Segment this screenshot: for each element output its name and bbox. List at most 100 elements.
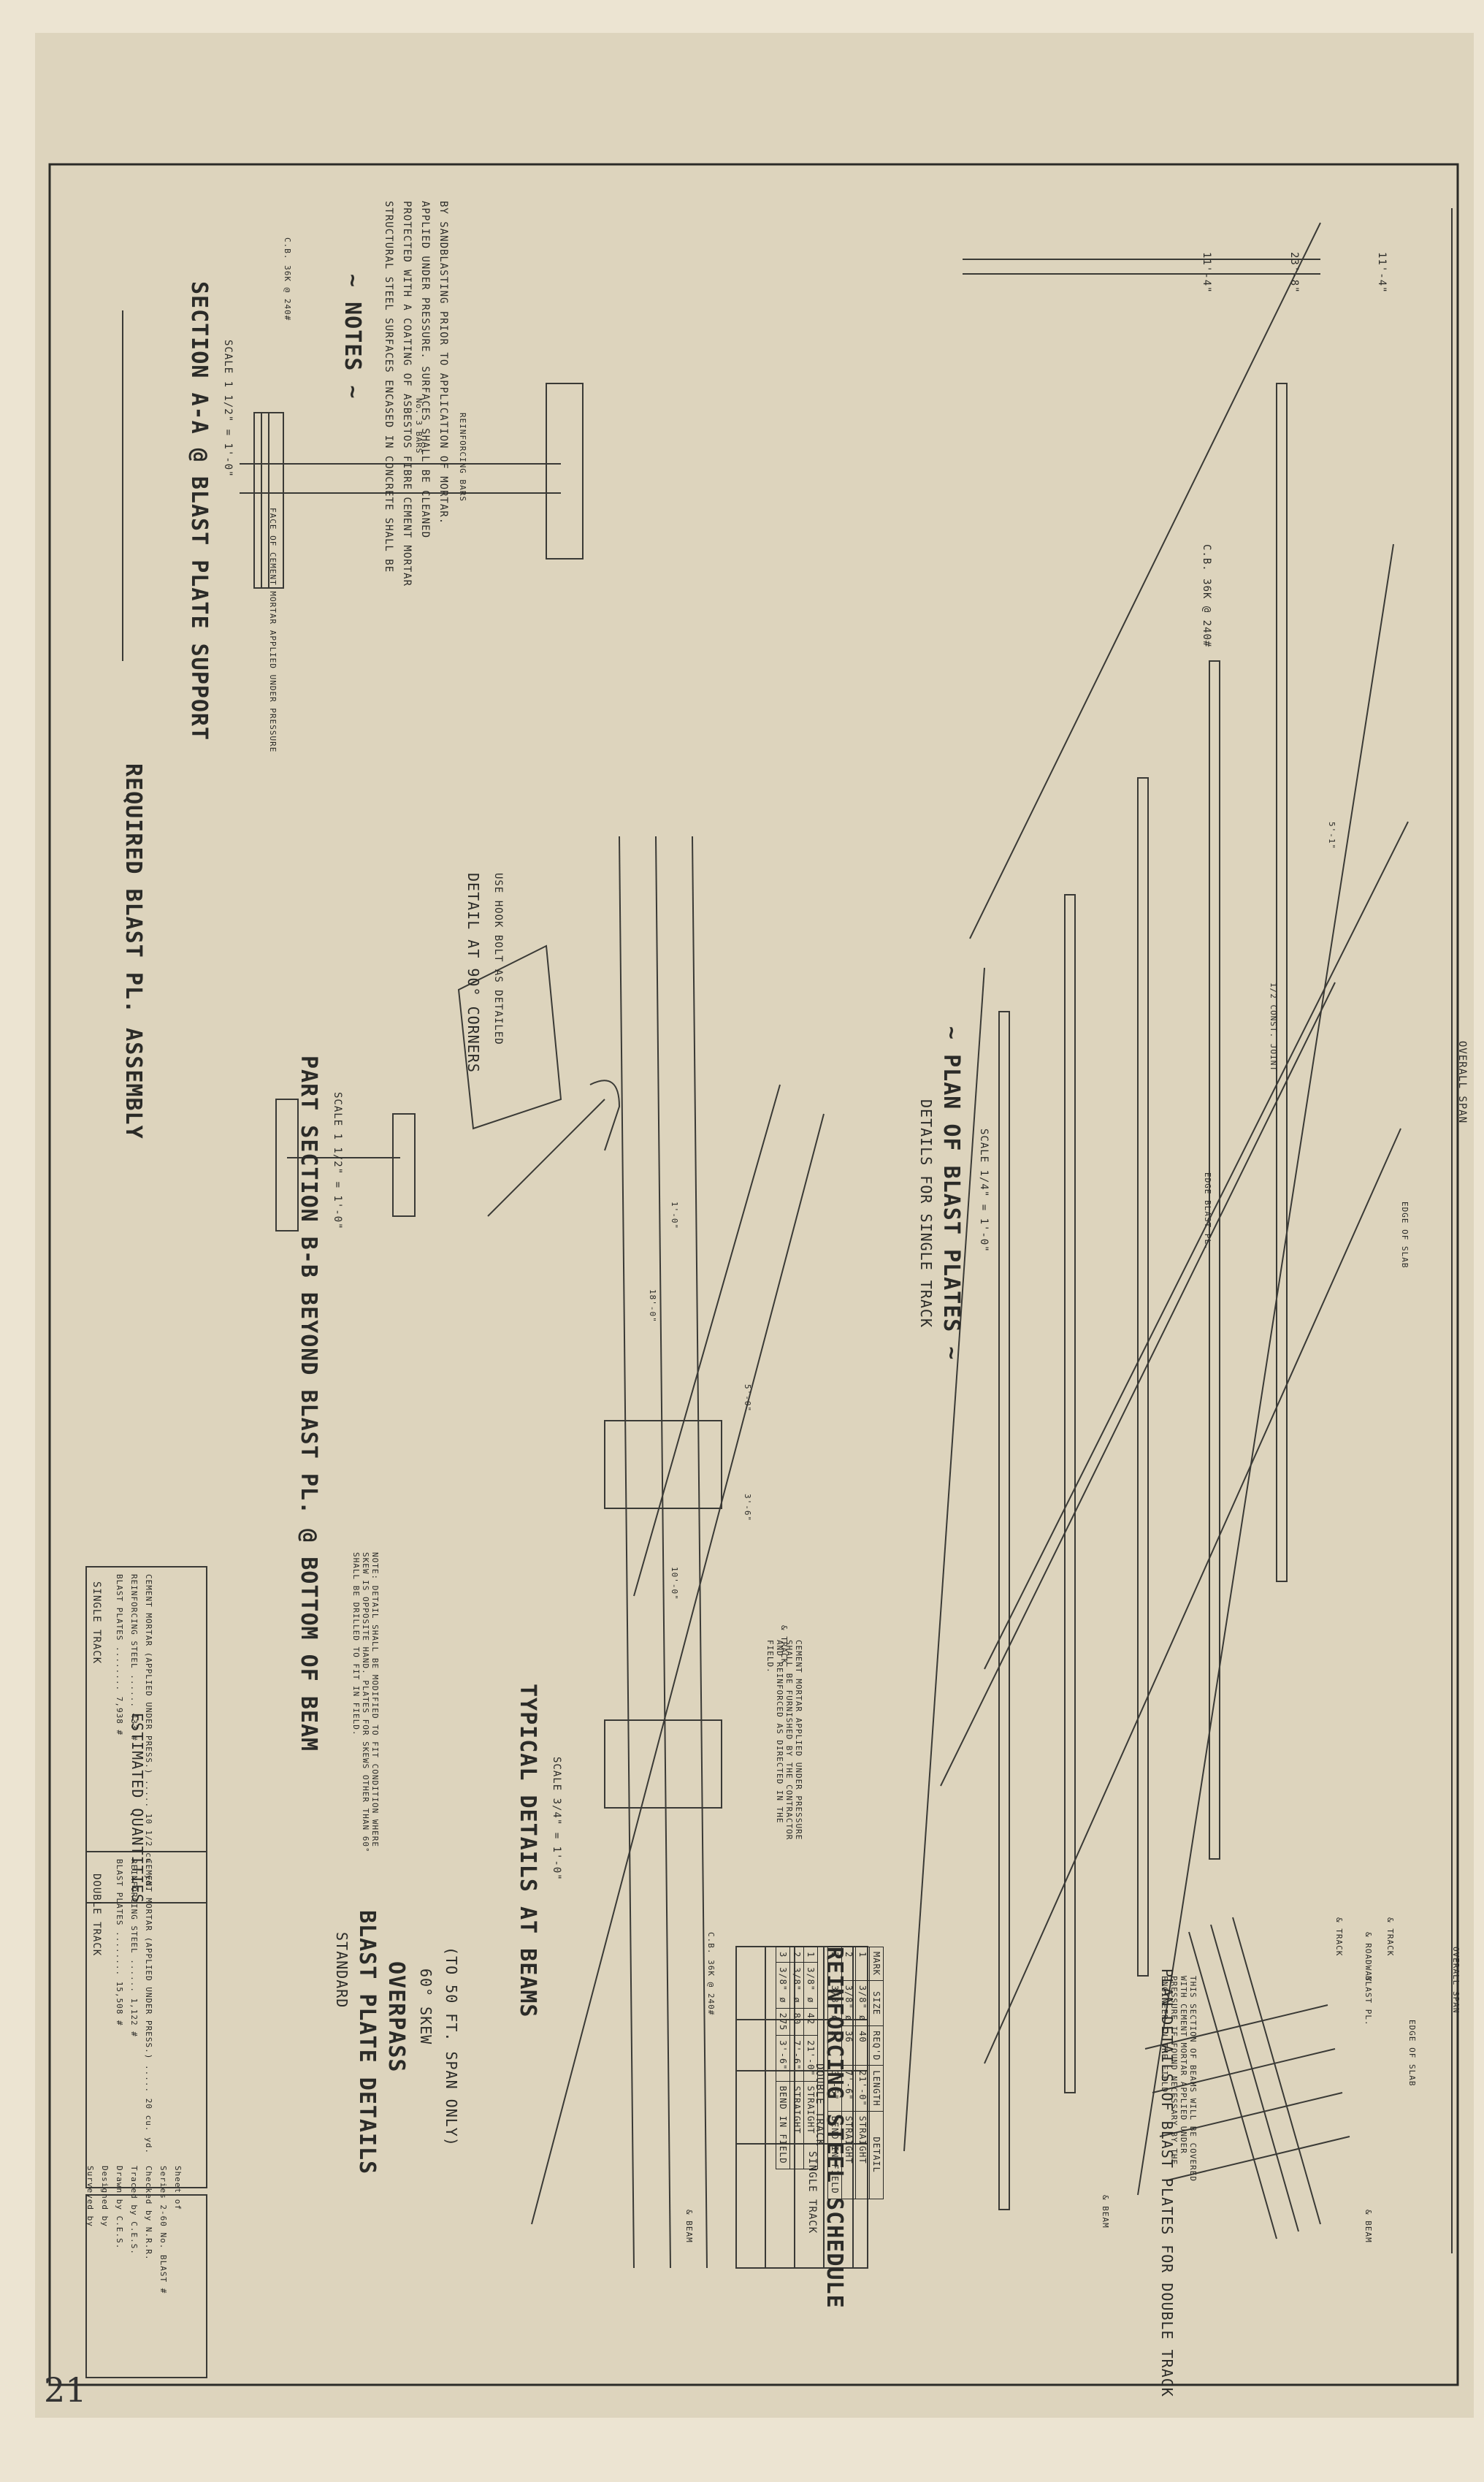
section-bb-scale: SCALE 1 1/2" = 1'-0" [332, 1092, 343, 1230]
plan-beam-label: & BEAM [1101, 2195, 1110, 2229]
notes-heading: ~ NOTES ~ [340, 274, 365, 400]
cell: 3 [827, 1947, 842, 1981]
drawing-border [48, 163, 1459, 2386]
beam-3 [1137, 777, 1149, 1977]
cell: 2 [841, 1947, 856, 1981]
sched-h-reqd: REQ'D [869, 2025, 884, 2066]
typical-dim-5: 5'-0" [743, 1384, 752, 1413]
sig-5: Checked by N.R.R. [144, 2166, 153, 2261]
cell: STRAIGHT [789, 2081, 804, 2169]
plan-joint-2 [940, 982, 1336, 1787]
typical-scale: SCALE 3/4" = 1'-0" [551, 1757, 562, 1881]
sig-7: Sheet of [173, 2166, 183, 2210]
plan-dim-overall: 23'-8" [1288, 252, 1300, 294]
typical-skew-1 [531, 1113, 825, 2225]
drawing-sheet: ~ NOTES ~ STRUCTURAL STEEL SURFACES ENCA… [35, 33, 1474, 2418]
cell: 3/8" ø [789, 1962, 804, 2009]
qty-double-1: BLAST PLATES ........ 15,508 # [115, 1859, 124, 2026]
drawing-lines [48, 163, 1459, 2386]
section-aa-cb: C.B. 36K @ 240# [283, 237, 292, 321]
tb-line1: BLAST PLATE DETAILS [354, 1910, 380, 2175]
schedule-double-table: 1 3/8" ø 42 21'-0" STRAIGHT 2 3/8" ø 80 … [776, 1947, 818, 2169]
typical-beam-c [692, 836, 708, 2269]
table-row: 2 3/8" ø 36 7'-6" STRAIGHT [841, 1947, 856, 2199]
section-aa-flange-bot [546, 383, 584, 560]
cell: STRAIGHT [855, 2111, 870, 2199]
plan-dim-left: 11'-4" [1201, 252, 1212, 294]
plan-cb-label: C.B. 36K @ 240# [1201, 544, 1212, 648]
typical-clip-2 [604, 1719, 722, 1809]
sched-h-mark: MARK [869, 1947, 884, 1981]
notes-line-1: STRUCTURAL STEEL SURFACES ENCASED IN CON… [383, 201, 394, 573]
plan-dim-5: 5'-1" [1327, 822, 1336, 850]
plan-dim-right: 11'-4" [1376, 252, 1388, 294]
qty-single-1: BLAST PLATES ........ 7,938 # [115, 1574, 124, 1736]
tb-line3: 60° SKEW [417, 1969, 435, 2045]
section-aa-bars: No. 3 BARS [414, 398, 424, 454]
plan-joint-1 [984, 821, 1409, 1670]
plan-overall-span: OVERALL SPAN [1456, 1041, 1468, 1124]
cell: STRAIGHT [841, 2111, 856, 2199]
typical-cb: C.B. 36K @ 240# [706, 1932, 716, 2016]
cell: 80 [789, 2008, 804, 2036]
cell: 3'-6" [827, 2065, 842, 2112]
schedule-box [735, 1946, 868, 2269]
cell: 2 [827, 2025, 842, 2066]
typical-dim-1: 18'-0" [648, 1289, 657, 1323]
cell: 3/8" ø [776, 1962, 790, 2009]
cell: 7'-6" [841, 2065, 856, 2112]
beam-2 [1209, 660, 1220, 1860]
dt-edge-slab: EDGE OF SLAB [1407, 2020, 1417, 2087]
cell: 1 [803, 1947, 818, 1963]
qty-single-2: REINFORCING STEEL ...... 433 # [129, 1574, 139, 1741]
table-row: 3 3/8" ø 2 3'-6" BEND IN FIELD [827, 1947, 842, 2199]
typical-beam-a [619, 836, 635, 2269]
typical-dim-4: 3'-6" [743, 1494, 752, 1522]
cell: 3'-6" [776, 2035, 790, 2082]
plan-const-joint: 1/2 CONST. JOINT [1269, 982, 1278, 1072]
qty-double-3: CEMENT MORTAR (APPLIED UNDER PRESS.) ...… [144, 1859, 153, 2154]
detail-hook [589, 1080, 621, 1151]
sched-h-length: LENGTH [869, 2065, 884, 2112]
notes-line-2: PROTECTED WITH A COATING OF ASBESTOS FIB… [401, 201, 413, 587]
cell: BEND IN FIELD [776, 2081, 790, 2169]
table-row: 2 3/8" ø 80 7'-6" STRAIGHT [789, 1947, 804, 2169]
section-bb-flange [275, 1099, 299, 1232]
dt-track: & TRACK [1385, 1917, 1395, 1957]
sched-h-size: SIZE [869, 1980, 884, 2026]
beam-5 [998, 1011, 1010, 2210]
qty-box-double [85, 1851, 207, 2188]
cell: 36 [841, 2025, 856, 2066]
typical-clip-1 [604, 1420, 722, 1509]
sig-1: Surveyed by [85, 2166, 95, 2227]
typical-beam-label: & BEAM [684, 2210, 694, 2243]
qty-double-2: REINFORCING STEEL ...... 1,122 # [129, 1859, 139, 2037]
typical-dim-2: 1'-0" [670, 1202, 679, 1230]
beam-4 [1064, 894, 1076, 2093]
qty-double-heading: DOUBLE TRACK [91, 1874, 102, 1957]
plan-caption: DETAILS FOR SINGLE TRACK [917, 1099, 935, 1328]
cell: 42 [803, 2008, 818, 2036]
notes-line-4: BY SANDBLASTING PRIOR TO APPLICATION OF … [437, 201, 449, 525]
cell: 275 [776, 2008, 790, 2036]
cell: 3/8" ø [841, 1980, 856, 2026]
table-row: 1 3/8" ø 42 21'-0" STRAIGHT [803, 1947, 818, 2169]
double-track-note: THIS SECTION OF BEAMS WILL BE COVERED WI… [1160, 1976, 1198, 2183]
detail-90-corner [457, 944, 562, 1130]
cell: 21'-0" [803, 2035, 818, 2082]
qty-box-single [85, 1566, 207, 1903]
signature-box [85, 2194, 207, 2378]
table-row: 3 3/8" ø 275 3'-6" BEND IN FIELD [776, 1947, 790, 2169]
section-aa-reinf: REINFORCING BARS [458, 413, 467, 502]
typical-note: CEMENT MORTAR APPLIED UNDER PRESSURE SHA… [765, 1640, 803, 1841]
sig-4: Traced by C.E.S. [129, 2166, 139, 2255]
schedule-single-table: MARK SIZE REQ'D LENGTH DETAIL 1 3/8" ø 4… [827, 1947, 884, 2199]
section-aa-title: SECTION A-A @ BLAST PLATE SUPPORT [186, 281, 212, 741]
double-track-grid [1144, 1917, 1350, 2239]
typical-skew-2 [633, 1084, 781, 1597]
cell: 3/8" ø [803, 1962, 818, 2009]
detail-90-note: USE HOOK BOLT AS DETAILED [492, 873, 504, 1045]
tb-line2: OVERPASS [383, 1961, 409, 2073]
tb-standard: STANDARD [333, 1932, 351, 2009]
section-aa-outline [261, 412, 284, 589]
